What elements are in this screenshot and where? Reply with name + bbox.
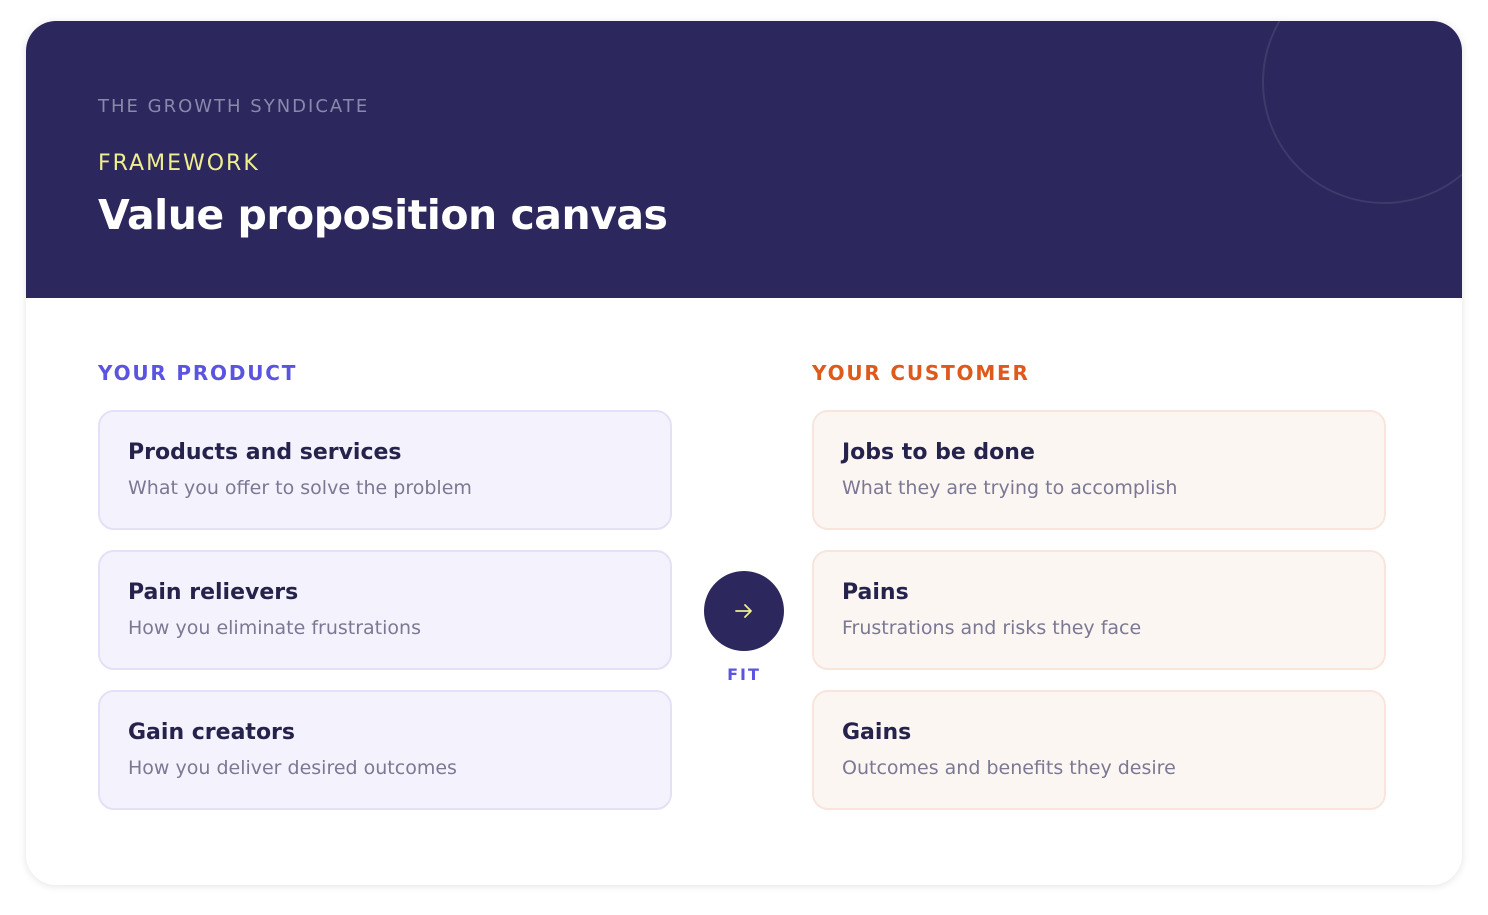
product-box-products-services: Products and services What you offer to … (98, 410, 672, 530)
box-description: What they are trying to accomplish (842, 477, 1178, 499)
box-title: Jobs to be done (842, 440, 1035, 465)
fit-connector (704, 571, 784, 651)
product-box-gain-creators: Gain creators How you deliver desired ou… (98, 690, 672, 810)
product-column-label: YOUR PRODUCT (98, 361, 298, 385)
box-title: Products and services (128, 440, 402, 465)
box-title: Pain relievers (128, 580, 299, 605)
product-box-pain-relievers: Pain relievers How you eliminate frustra… (98, 550, 672, 670)
box-title: Pains (842, 580, 909, 605)
customer-box-gains: Gains Outcomes and benefits they desire (812, 690, 1386, 810)
box-title: Gains (842, 720, 912, 745)
arrow-right-icon (735, 604, 752, 618)
canvas-card: THE GROWTH SYNDICATE FRAMEWORK Value pro… (26, 21, 1462, 885)
box-description: Outcomes and benefits they desire (842, 757, 1176, 779)
framework-eyebrow: FRAMEWORK (98, 151, 260, 176)
box-description: Frustrations and risks they face (842, 617, 1142, 639)
customer-box-jobs-to-be-done: Jobs to be done What they are trying to … (812, 410, 1386, 530)
customer-column-label: YOUR CUSTOMER (812, 361, 1030, 385)
box-description: How you deliver desired outcomes (128, 757, 457, 779)
brand-name: THE GROWTH SYNDICATE (98, 96, 370, 117)
box-title: Gain creators (128, 720, 295, 745)
decorative-circle (1262, 21, 1462, 204)
fit-label: FIT (727, 665, 761, 684)
page-title: Value proposition canvas (98, 191, 668, 239)
header-banner: THE GROWTH SYNDICATE FRAMEWORK Value pro… (26, 21, 1462, 298)
box-description: How you eliminate frustrations (128, 617, 421, 639)
box-description: What you offer to solve the problem (128, 477, 472, 499)
customer-box-pains: Pains Frustrations and risks they face (812, 550, 1386, 670)
